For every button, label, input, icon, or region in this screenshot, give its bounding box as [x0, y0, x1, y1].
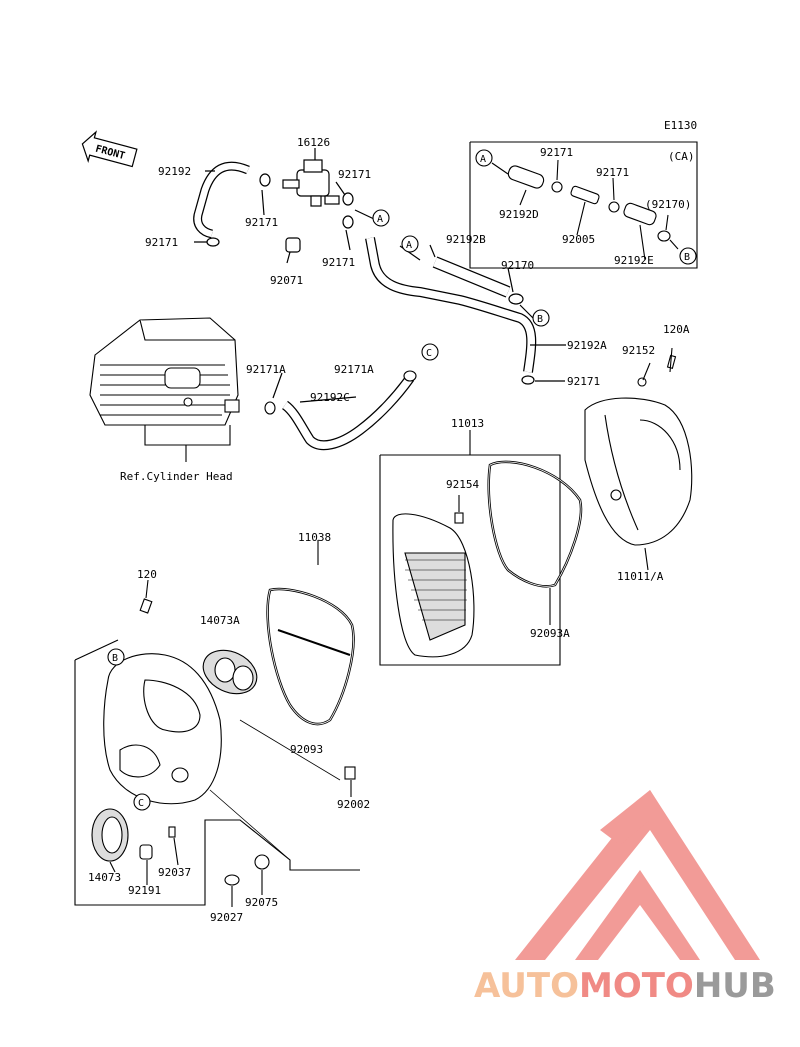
part-label: 92171: [245, 216, 278, 229]
part-label: 92152: [622, 344, 655, 357]
ref-label: Ref.Cylinder Head: [120, 470, 233, 483]
marker-b-2: [107, 648, 125, 666]
watermark-logo-icon: [515, 790, 760, 960]
ca-label: (CA): [668, 150, 695, 163]
element-box: [379, 454, 561, 666]
part-label: 92171: [145, 236, 178, 249]
diagram-code: E1130: [664, 119, 697, 132]
cylinder-head: [89, 317, 240, 426]
marker-a-2: [401, 235, 419, 253]
marker-c-2: [133, 793, 151, 811]
marker-a-ca: [475, 149, 493, 167]
lower-box: [74, 660, 360, 906]
part-label: 92075: [245, 896, 278, 909]
grommet-92071: [285, 237, 301, 253]
part-label: 92171A: [246, 363, 286, 376]
marker-c-1: [421, 343, 439, 361]
valve-16126: [296, 169, 330, 197]
part-label: 92192C: [310, 391, 350, 404]
marker-a-1: [372, 209, 390, 227]
part-label: 92170: [501, 259, 534, 272]
marker-c-label: C: [426, 348, 432, 359]
part-label: 92093A: [530, 627, 570, 640]
part-label: 92071: [270, 274, 303, 287]
part-label: 11011/A: [617, 570, 664, 583]
part-label: 92027: [210, 911, 243, 924]
part-label: 92192: [158, 165, 191, 178]
part-label: 92171: [567, 375, 600, 388]
marker-a-label: A: [406, 240, 412, 251]
part-label: 92192D: [499, 208, 539, 221]
watermark-part-moto: MOTO: [578, 966, 694, 1006]
part-label: 16126: [297, 136, 330, 149]
part-label: 92002: [337, 798, 370, 811]
base-plate: [103, 653, 222, 805]
seal-92093: [266, 587, 355, 726]
part-label: 11038: [298, 531, 331, 544]
watermark-part-hub: HUB: [693, 966, 776, 1006]
marker-b-label: B: [537, 314, 543, 325]
marker-b-label: B: [112, 653, 118, 664]
part-label: 92171: [322, 256, 355, 269]
air-cleaner-cover-11011: [584, 347, 693, 571]
part-label: 120: [137, 568, 157, 581]
part-label: (92170): [645, 198, 691, 211]
part-label: 92171: [338, 168, 371, 181]
marker-a-label: A: [377, 214, 383, 225]
part-label: 92037: [158, 866, 191, 879]
part-label: 11013: [451, 417, 484, 430]
part-label: 92171: [596, 166, 629, 179]
seal-92093A: [487, 460, 583, 588]
watermark-part-auto: AUTO: [474, 966, 579, 1006]
part-label: 14073A: [200, 614, 240, 627]
part-label: 92192B: [446, 233, 486, 246]
marker-b-label: B: [684, 252, 690, 263]
watermark-text: AUTOMOTOHUB: [474, 966, 776, 1006]
part-label: 120A: [663, 323, 690, 336]
marker-b-ca: [679, 247, 697, 265]
part-label: 92192A: [567, 339, 607, 352]
front-arrow-icon: FRONT: [81, 130, 138, 168]
marker-c-label: C: [138, 798, 144, 809]
part-label: 92192E: [614, 254, 654, 267]
part-label: 92093: [290, 743, 323, 756]
marker-a-label: A: [480, 154, 486, 165]
part-label: 92154: [446, 478, 479, 491]
part-label: 92191: [128, 884, 161, 897]
part-label: 92005: [562, 233, 595, 246]
part-label: 14073: [88, 871, 121, 884]
part-label: 92171A: [334, 363, 374, 376]
ca-box: [469, 141, 698, 269]
part-label: 92171: [540, 146, 573, 159]
marker-b-1: [532, 309, 550, 327]
